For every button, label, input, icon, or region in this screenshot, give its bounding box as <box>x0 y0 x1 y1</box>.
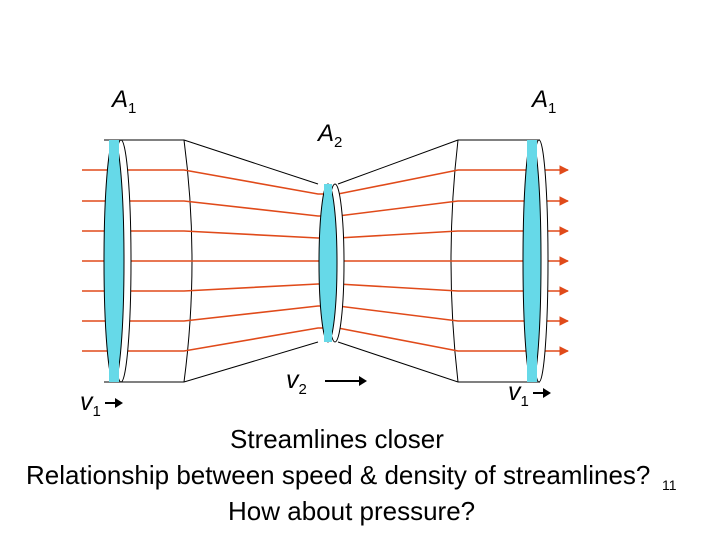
disk-a2-face-fill <box>324 184 332 342</box>
velocity-arrow-icon <box>104 398 123 409</box>
disk-a1-right-face-fill <box>527 140 537 382</box>
velocity-label-v2: v2 <box>286 368 367 397</box>
area-label-a1-left: A1 <box>112 86 137 117</box>
disk-a1-left-face-fill <box>109 140 119 382</box>
caption-question-pressure: How about pressure? <box>228 496 476 526</box>
caption-streamlines-closer: Streamlines closer <box>230 424 444 454</box>
velocity-arrow-icon <box>532 388 551 399</box>
caption-question-density: Relationship between speed & density of … <box>26 460 651 490</box>
slide-number: 11 <box>662 477 677 493</box>
tube-left-top-taper <box>183 139 319 185</box>
velocity-label-v1-right: v1 <box>508 380 551 409</box>
tube-right-bottom-taper <box>337 341 459 383</box>
area-label-a2: A2 <box>318 120 343 151</box>
cross-section-disks <box>103 139 549 383</box>
tube-right-top-taper <box>337 139 459 185</box>
area-label-a1-right: A1 <box>532 86 557 117</box>
velocity-arrow-icon <box>324 376 367 387</box>
velocity-label-v1-left: v1 <box>80 390 123 419</box>
tube-left-bottom-taper <box>183 341 319 383</box>
